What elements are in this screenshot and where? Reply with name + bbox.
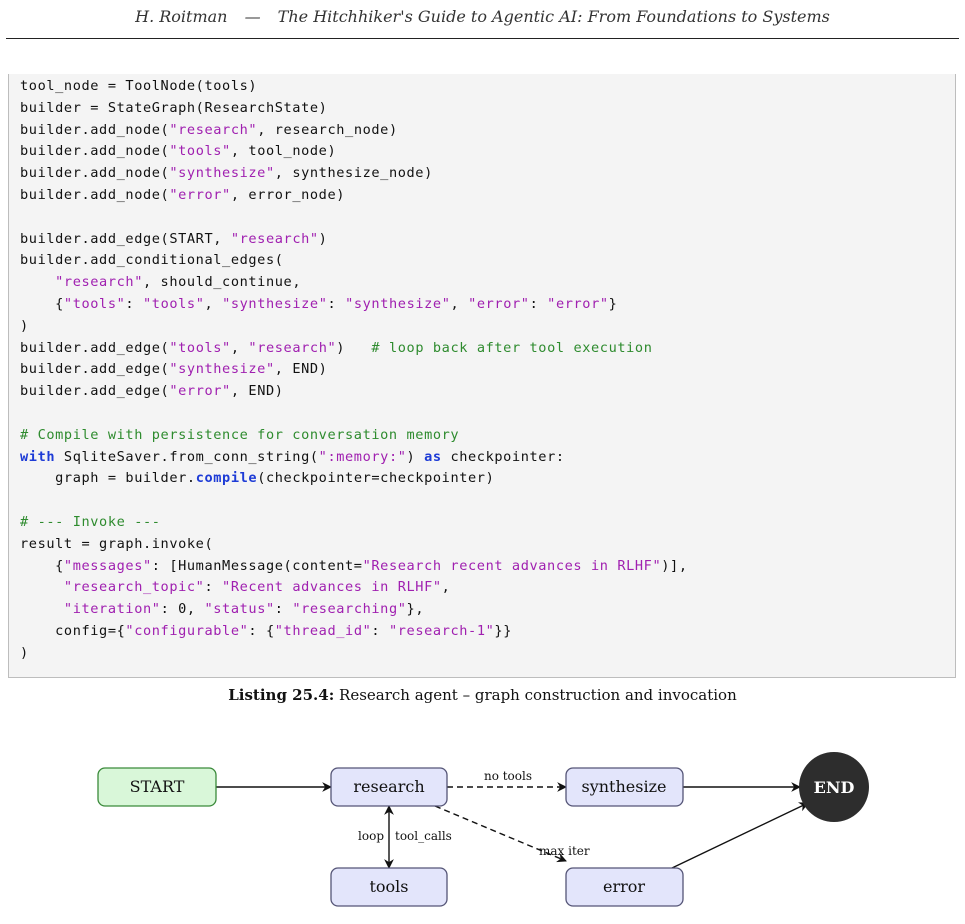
node-research-label: research [353,777,424,796]
code-line: builder.add_node("synthesize", synthesiz… [20,165,433,182]
code-line: tool_node = ToolNode(tools) [20,78,258,94]
edge-label-tool-calls: tool_calls [395,829,452,843]
code-listing-box [8,74,956,678]
code-line: # Compile with persistence for conversat… [20,426,460,443]
code-listing: tool_node = ToolNode(tools) builder = St… [20,76,688,665]
code-line: config={"configurable": {"thread_id": "r… [20,622,512,639]
code-line: result = graph.invoke( [20,535,214,552]
edge-research-error [434,805,567,863]
node-start-label: START [130,777,185,796]
code-line: graph = builder.compile(checkpointer=che… [20,470,495,487]
caption-label: Listing 25.4: [228,686,335,704]
code-line: with SqliteSaver.from_conn_string(":memo… [20,448,565,465]
node-tools: tools [330,867,448,907]
node-end-label: END [814,778,855,797]
code-line: "research", should_continue, [55,274,302,291]
code-line: "iteration": 0, "status": "researching"}… [63,601,425,618]
caption-text: Research agent – graph construction and … [339,686,737,704]
node-error: error [565,867,684,907]
code-line: builder.add_node("tools", tool_node) [20,143,337,160]
header-separator: — [244,7,261,26]
node-start: START [97,767,217,807]
code-line: builder.add_edge("synthesize", END) [20,361,328,378]
code-line: builder.add_node("error", error_node) [20,186,346,203]
header-book-title: The Hitchhiker's Guide to Agentic AI: Fr… [277,7,830,26]
edge-label-max-iter: max iter [539,844,590,858]
listing-caption: Listing 25.4: Research agent – graph con… [0,686,965,704]
code-line: builder.add_edge("tools", "research") # … [20,339,653,356]
code-line: "research_topic": "Recent advances in RL… [63,579,451,596]
code-line: builder.add_edge("error", END) [20,383,284,400]
node-end: END [799,752,869,822]
node-tools-label: tools [369,877,408,896]
header-author: H. Roitman [135,7,228,26]
code-line: builder.add_conditional_edges( [20,252,284,269]
code-line: # --- Invoke --- [20,513,161,530]
edge-label-no-tools: no tools [484,769,532,783]
node-research: research [330,767,448,807]
code-line: builder.add_node("research", research_no… [20,121,398,138]
code-line: {"tools": "tools", "synthesize": "synthe… [20,295,618,312]
node-synthesize: synthesize [565,767,684,807]
code-line: ) [20,644,29,661]
code-line: {"messages": [HumanMessage(content="Rese… [20,557,688,574]
node-synthesize-label: synthesize [582,777,667,796]
code-line: builder = StateGraph(ResearchState) [20,99,328,116]
edge-error-end [671,802,809,869]
code-line: builder.add_edge(START, "research") [20,230,328,247]
node-error-label: error [603,877,645,896]
agent-graph-diagram: no tools loop tool_calls max iter START … [97,752,869,907]
header-rule [6,38,959,39]
code-line: ) [20,317,29,334]
edge-label-loop: loop [358,829,384,843]
running-header: H. Roitman — The Hitchhiker's Guide to A… [0,0,965,38]
